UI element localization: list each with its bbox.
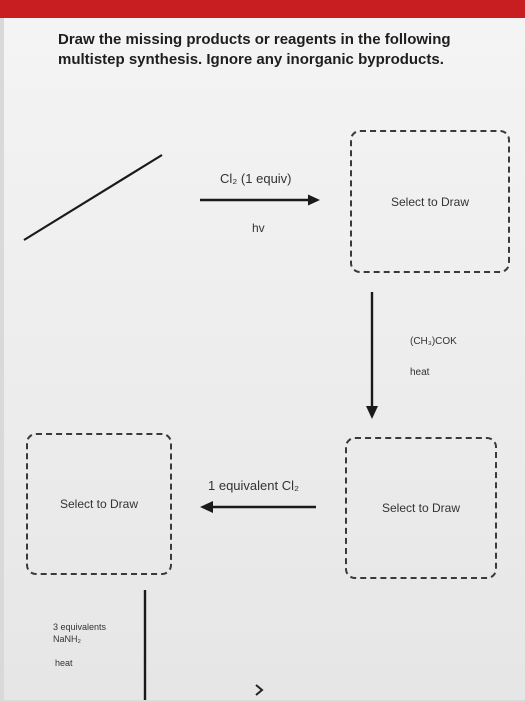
product1-draw-label: Select to Draw — [390, 194, 470, 209]
step4-reagent-line2: NaNH₂ — [53, 634, 81, 644]
product2-draw-box[interactable]: Select to Draw — [345, 437, 497, 579]
step4-condition: heat — [55, 658, 73, 668]
instructions: Draw the missing products or reagents in… — [58, 30, 498, 70]
product3-draw-label: Select to Draw — [59, 497, 139, 511]
step3-reagent: 1 equivalent Cl₂ — [208, 478, 300, 493]
product1-draw-box[interactable]: Select to Draw — [350, 130, 510, 273]
step2-reagent: (CH₃)COK — [410, 336, 457, 347]
step2-condition: heat — [410, 367, 430, 378]
product3-draw-box[interactable]: Select to Draw — [26, 433, 172, 575]
step2-arrow — [366, 292, 378, 419]
step1-arrow — [200, 194, 320, 206]
starting-material-structure — [23, 154, 163, 241]
step1-condition: hv — [252, 221, 265, 235]
step1-reagent: Cl₂ (1 equiv) — [220, 171, 292, 186]
step3-arrow — [200, 501, 316, 513]
instructions-line-1: Draw the missing products or reagents in… — [58, 31, 451, 48]
chevron-right-icon[interactable] — [252, 683, 266, 697]
instructions-line-2: multistep synthesis. Ignore any inorgani… — [58, 51, 444, 68]
product2-draw-label: Select to Draw — [381, 501, 461, 515]
step4-reagent-line1: 3 equivalents — [53, 622, 107, 632]
browser-top-bar — [0, 0, 525, 18]
